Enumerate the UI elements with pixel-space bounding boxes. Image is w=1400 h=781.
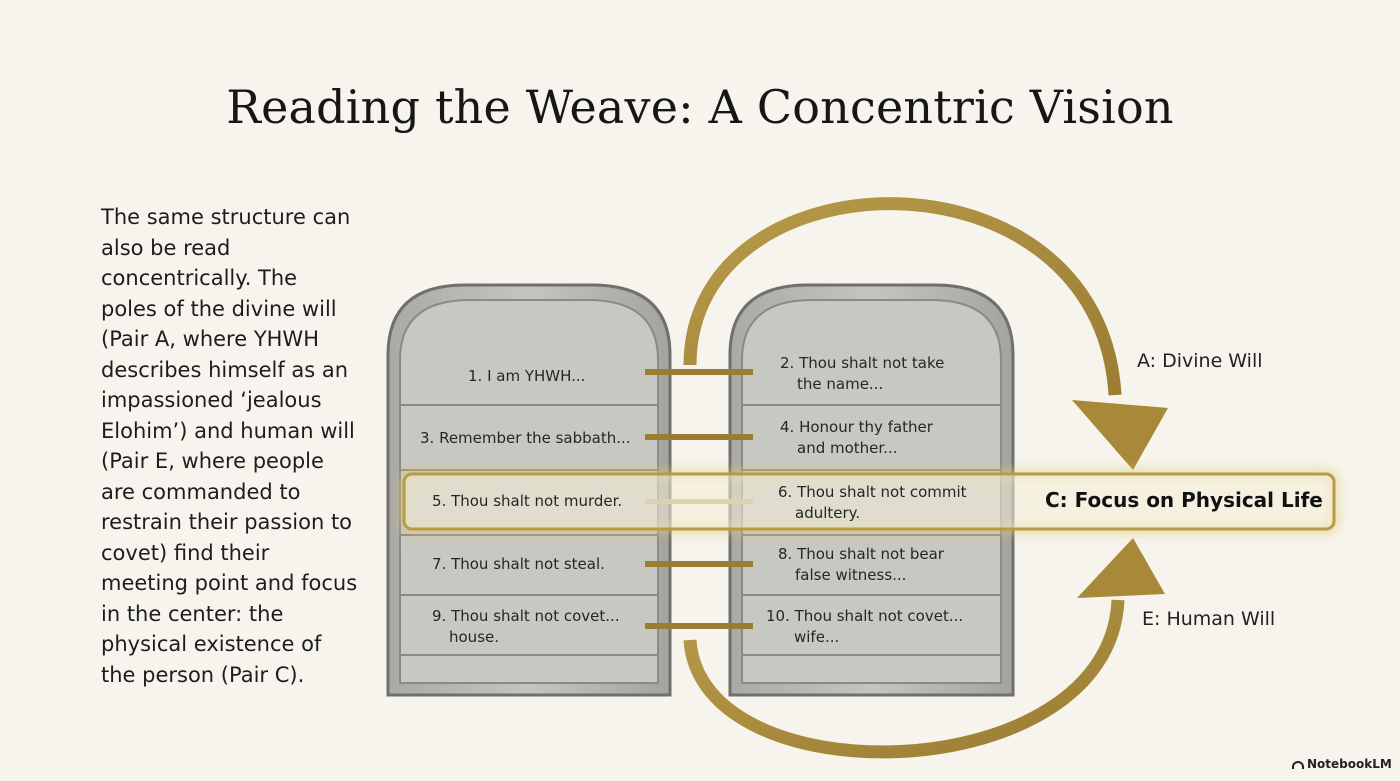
paragraph-line: restrain their passion to bbox=[101, 510, 353, 534]
paragraph-line: physical existence of bbox=[101, 632, 322, 656]
commandment-1: 1. I am YHWH... bbox=[468, 367, 586, 385]
commandment-5: 5. Thou shalt not murder. bbox=[432, 492, 623, 510]
paragraph-line: in the center: the bbox=[101, 601, 284, 626]
notebooklm-logo-icon bbox=[1292, 761, 1304, 769]
divine-will-label: A: Divine Will bbox=[1137, 350, 1263, 372]
paragraph-line: meeting point and focus bbox=[101, 571, 358, 595]
paragraph-line: (Pair A, where YHWH bbox=[101, 327, 319, 351]
paragraph-line: poles of the divine will bbox=[101, 296, 337, 321]
paragraph-line: Elohim’) and human will bbox=[101, 418, 355, 443]
commandment-6: 6. Thou shalt not commit adultery. bbox=[778, 483, 967, 522]
paragraph-line: covet) find their bbox=[101, 540, 270, 565]
paragraph-line: the person (Pair C). bbox=[101, 662, 305, 687]
focus-label: C: Focus on Physical Life bbox=[1045, 488, 1323, 512]
commandment-3: 3. Remember the sabbath... bbox=[420, 429, 631, 447]
paragraph-line: concentrically. The bbox=[101, 266, 298, 290]
commandment-7: 7. Thou shalt not steal. bbox=[432, 555, 605, 573]
commandment-9: 9. Thou shalt not covet... house. bbox=[432, 607, 620, 646]
slide-title: Reading the Weave: A Concentric Vision bbox=[226, 80, 1174, 134]
explanatory-paragraph: The same structure can also be read conc… bbox=[101, 202, 371, 690]
paragraph-line: are commanded to bbox=[101, 479, 301, 504]
paragraph-line: describes himself as an bbox=[101, 357, 349, 382]
brand-name: NotebookLM bbox=[1307, 757, 1392, 771]
human-will-arrow bbox=[683, 538, 1165, 759]
divine-will-arrow bbox=[683, 197, 1168, 470]
paragraph-line: impassioned ‘jealous bbox=[101, 388, 322, 412]
commandment-4: 4. Honour thy father and mother... bbox=[780, 418, 933, 457]
paragraph-line: also be read bbox=[101, 235, 231, 260]
human-will-label: E: Human Will bbox=[1142, 608, 1276, 630]
paragraph-line: The same structure can bbox=[101, 205, 351, 229]
paragraph-line: (Pair E, where people bbox=[101, 449, 324, 473]
brand-watermark: NotebookLM bbox=[1292, 757, 1392, 771]
commandment-8: 8. Thou shalt not bear false witness... bbox=[778, 545, 944, 584]
focus-highlight-band bbox=[399, 469, 1339, 534]
commandment-10: 10. Thou shalt not covet... wife... bbox=[766, 607, 964, 646]
commandment-2: 2. Thou shalt not take the name... bbox=[780, 354, 945, 393]
